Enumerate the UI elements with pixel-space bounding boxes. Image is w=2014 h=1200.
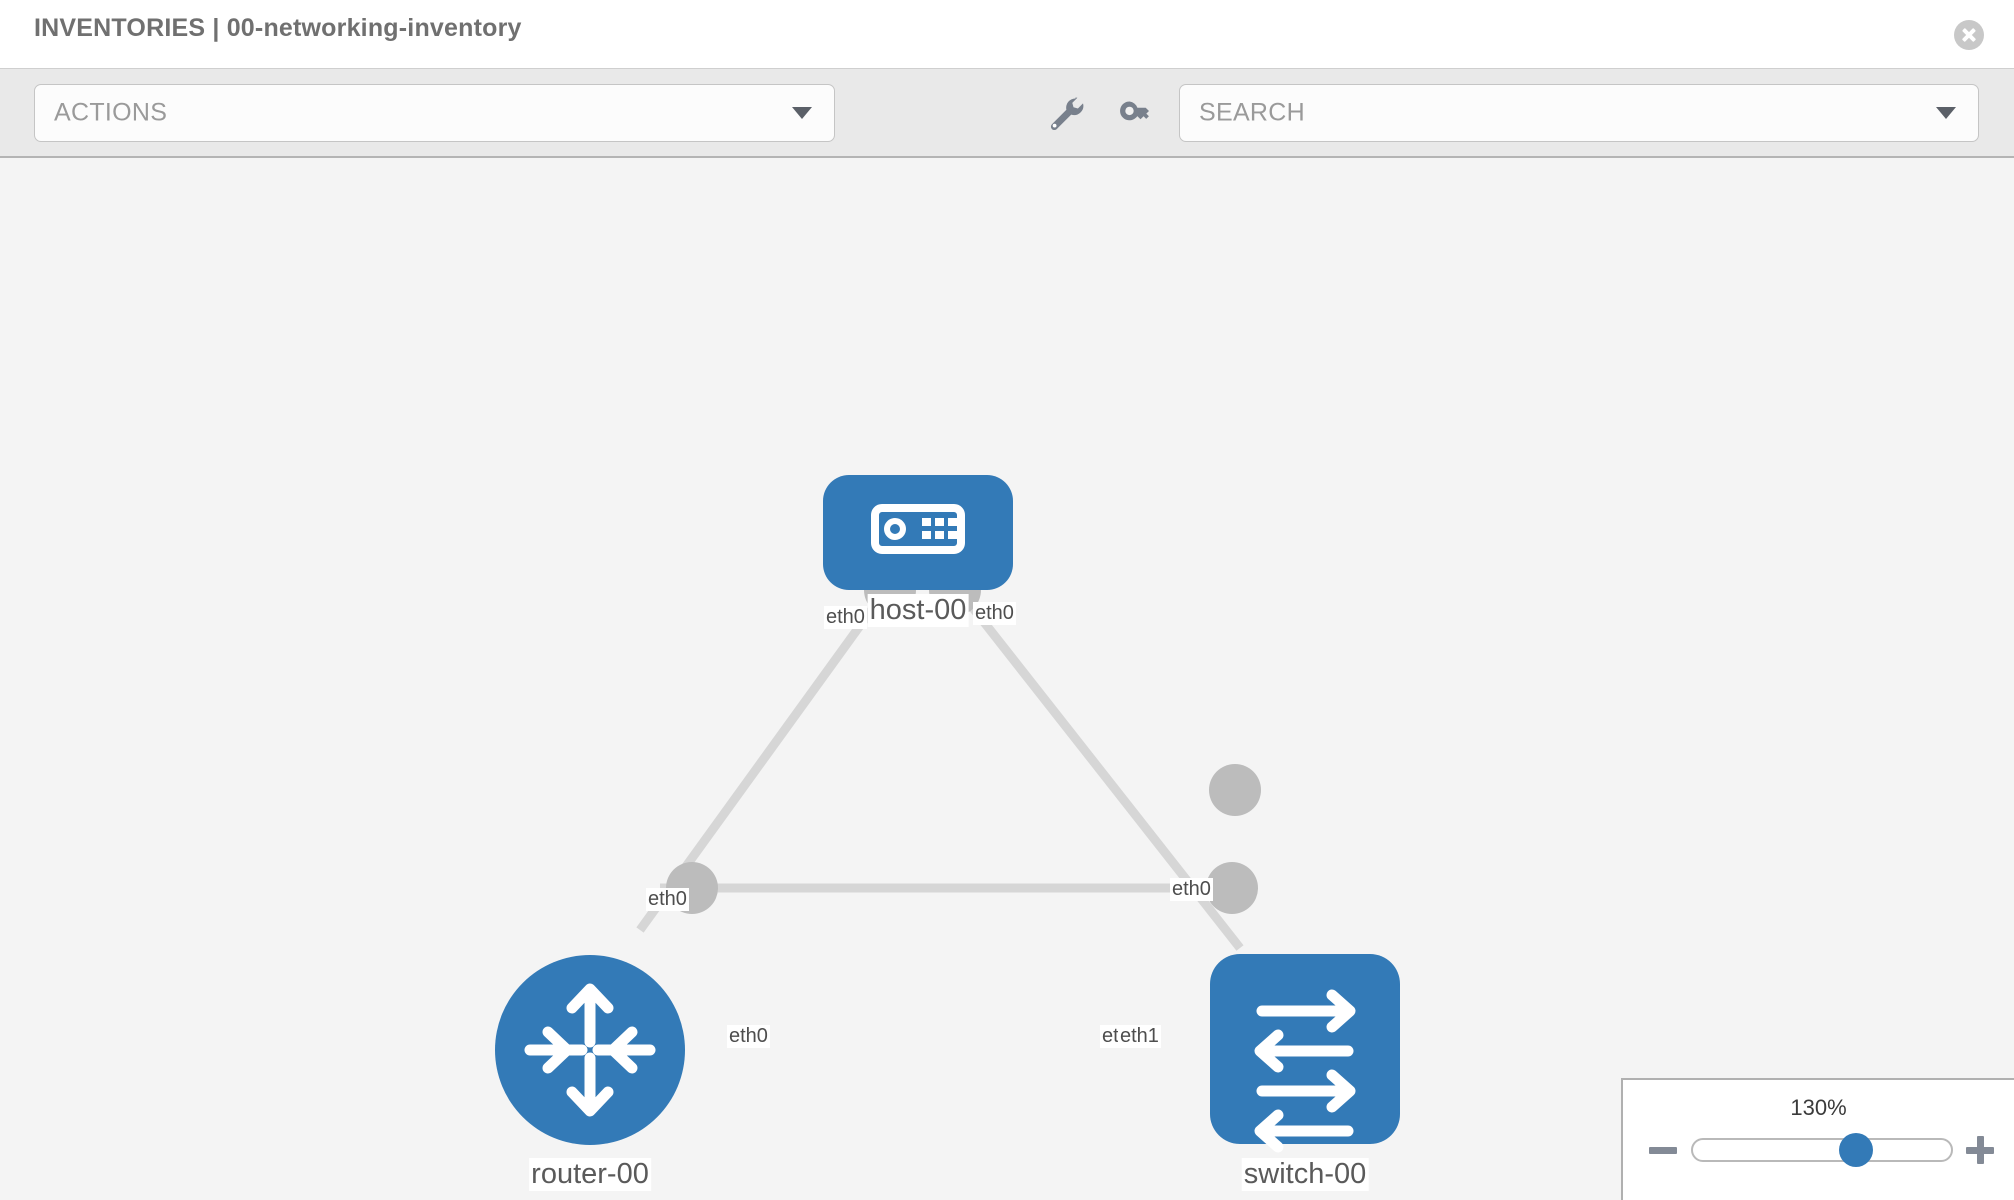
zoom-out-button[interactable] [1649,1136,1677,1164]
endpoint-knob[interactable] [1209,764,1261,816]
node-host-00[interactable] [823,475,1013,590]
zoom-control-panel: 130% [1621,1078,2014,1200]
page-header: INVENTORIES | 00-networking-inventory [0,0,2014,68]
wrench-icon[interactable] [1042,91,1086,135]
interface-label: eth0 [824,606,867,629]
key-icon[interactable] [1112,91,1156,135]
node-router-00[interactable] [495,955,685,1145]
zoom-in-button[interactable] [1966,1136,1994,1164]
interface-label: eth1 [1118,1025,1161,1048]
interface-label: eth0 [1170,878,1213,901]
node-label-router-00: router-00 [529,1158,651,1191]
node-switch-00[interactable] [1210,954,1400,1153]
endpoint-knob[interactable] [1206,862,1258,914]
chevron-down-icon [792,107,812,119]
interface-label: eth0 [973,602,1016,625]
chevron-down-icon [1936,107,1956,119]
zoom-level-value: 130% [1790,1095,1847,1120]
close-icon[interactable] [1954,20,1984,50]
topology-graph [495,475,1400,1153]
interface-label: eth0 [727,1025,770,1048]
actions-dropdown[interactable]: ACTIONS [34,84,835,142]
search-placeholder: SEARCH [1199,98,1305,127]
interface-label: eth0 [646,888,689,911]
switch-arrows-icon [1254,989,1356,1153]
page-title: INVENTORIES | 00-networking-inventory [34,14,522,42]
topology-links [636,595,1244,951]
topology-canvas[interactable]: eth0 eth0 eth0 eth0 eth0 eth0 eth1 host-… [0,158,2014,1200]
node-label-switch-00: switch-00 [1241,1158,1369,1191]
search-input[interactable]: SEARCH [1179,84,1979,142]
node-label-host-00: host-00 [867,594,969,627]
zoom-slider[interactable] [1691,1133,1953,1167]
server-icon [871,504,965,554]
toolbar: ACTIONS SEARCH [0,68,2014,158]
router-arrows-icon [524,983,656,1117]
actions-dropdown-label: ACTIONS [54,98,168,127]
zoom-slider-thumb[interactable] [1838,1133,1873,1167]
